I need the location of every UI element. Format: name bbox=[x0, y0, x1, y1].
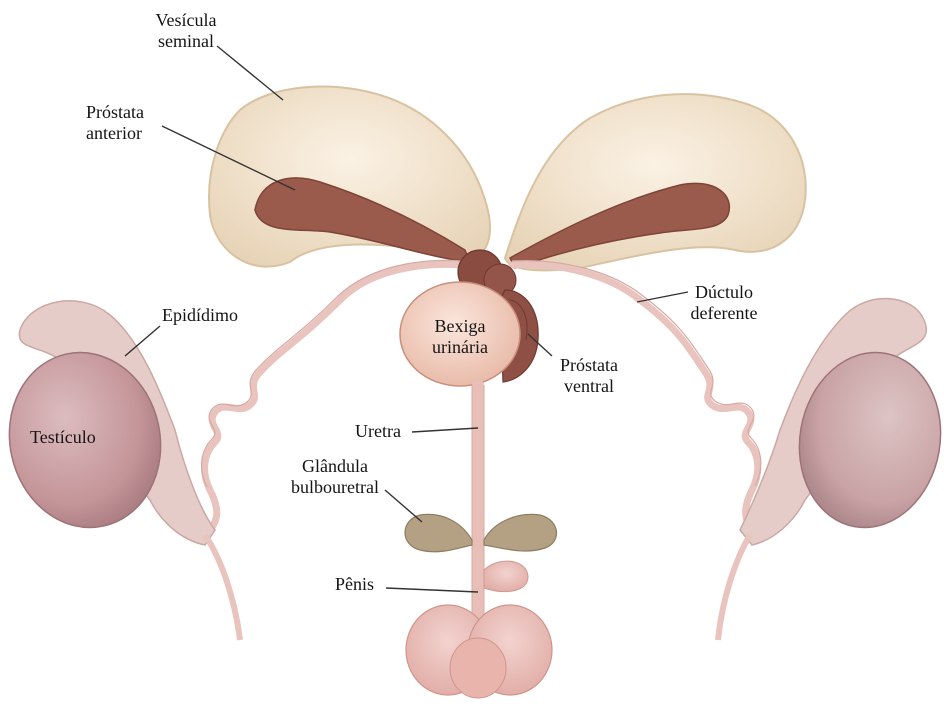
seminal-vesicle-left bbox=[209, 87, 490, 267]
label-penis: Pênis bbox=[335, 574, 374, 595]
label-vesicula-line1: Vesícula bbox=[138, 10, 234, 31]
label-ductulo-deferente: Dúctulo deferente bbox=[676, 282, 772, 324]
leader-penis bbox=[386, 588, 478, 592]
label-glandula-line1: Glândula bbox=[275, 456, 395, 477]
urethra bbox=[472, 385, 484, 625]
label-uretra: Uretra bbox=[355, 421, 401, 442]
label-uretra-text: Uretra bbox=[355, 421, 401, 442]
bulbourethral-gland-right bbox=[484, 514, 556, 551]
leader-vesicula bbox=[217, 46, 283, 100]
label-ductulo-line1: Dúctulo bbox=[676, 282, 772, 303]
label-prostata-anterior-line2: anterior bbox=[86, 123, 144, 144]
urethral-bulb bbox=[484, 561, 528, 592]
label-prostata-anterior: Próstata anterior bbox=[86, 102, 144, 144]
label-vesicula-line2: seminal bbox=[138, 31, 234, 52]
label-penis-text: Pênis bbox=[335, 574, 374, 595]
label-glandula-bulbouretral: Glândula bulbouretral bbox=[275, 456, 395, 498]
label-testiculo-text: Testículo bbox=[30, 427, 96, 448]
label-bexiga-urinaria: Bexiga urinária bbox=[412, 316, 508, 358]
label-prostata-ventral: Próstata ventral bbox=[546, 355, 632, 397]
testis-right bbox=[718, 299, 944, 640]
label-ductulo-line2: deferente bbox=[676, 303, 772, 324]
penis-glans bbox=[406, 605, 552, 698]
label-bexiga-line2: urinária bbox=[412, 337, 508, 358]
leader-uretra bbox=[412, 428, 478, 432]
label-epididimo-text: Epidídimo bbox=[162, 305, 238, 326]
label-glandula-line2: bulbouretral bbox=[275, 477, 395, 498]
label-testiculo: Testículo bbox=[30, 427, 96, 448]
label-prostata-ventral-line1: Próstata bbox=[546, 355, 632, 376]
label-prostata-ventral-line2: ventral bbox=[546, 376, 632, 397]
seminal-vesicle-right bbox=[505, 94, 806, 270]
bulbourethral-gland-left bbox=[405, 514, 472, 551]
label-bexiga-line1: Bexiga bbox=[412, 316, 508, 337]
label-epididimo: Epidídimo bbox=[162, 305, 238, 326]
label-prostata-anterior-line1: Próstata bbox=[86, 102, 144, 123]
label-vesicula-seminal: Vesícula seminal bbox=[138, 10, 234, 52]
